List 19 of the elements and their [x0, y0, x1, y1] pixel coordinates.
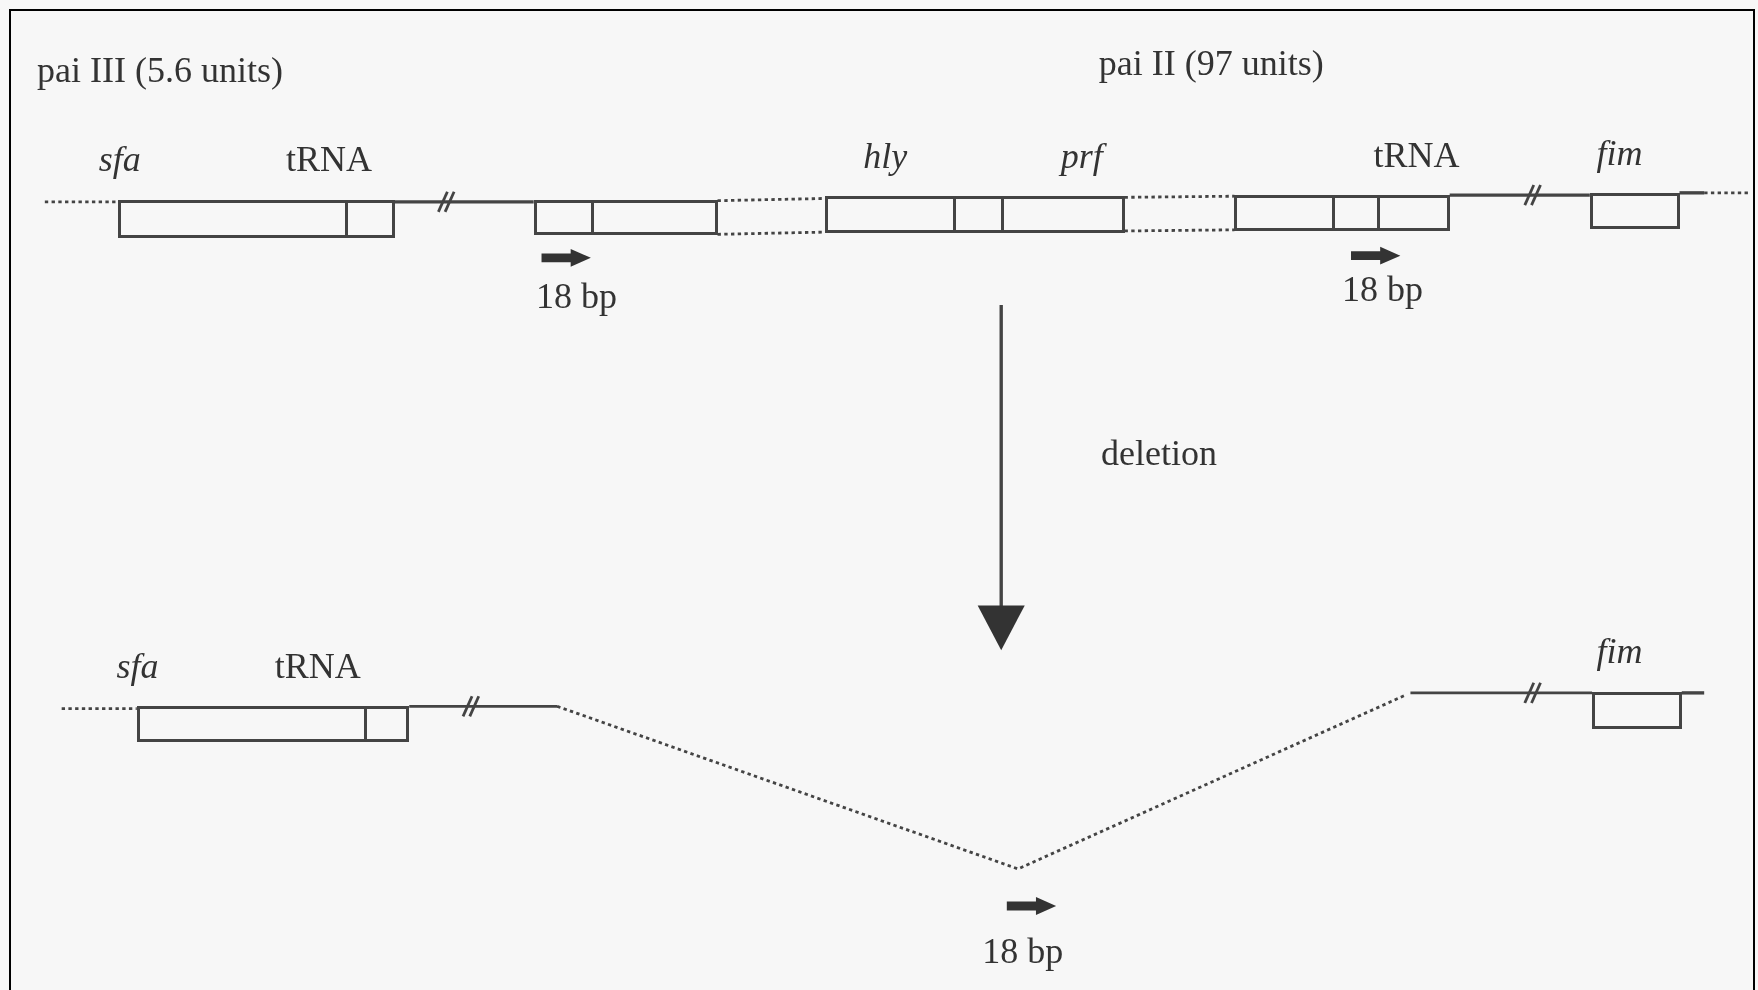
length-label: 18 bp	[535, 278, 617, 315]
gene-label: sfa	[116, 648, 159, 685]
process-label: deletion	[1101, 435, 1217, 471]
gene-label: fim	[1596, 134, 1643, 171]
dna-line	[394, 200, 534, 204]
gene-label: tRNA	[274, 648, 361, 685]
length-label: 18 bp	[1342, 271, 1424, 308]
dotted-line	[1124, 228, 1235, 233]
gene-label: hly	[863, 137, 908, 174]
dotted-line	[1124, 194, 1235, 199]
length-label: 18 bp	[982, 932, 1064, 969]
region-label: pai III (5.6 units)	[37, 51, 283, 88]
gene-label: fim	[1596, 633, 1643, 670]
dna-line	[1449, 193, 1590, 197]
gene-label: tRNA	[1373, 136, 1460, 173]
gene-label: tRNA	[285, 141, 372, 178]
dotted-line	[409, 691, 1593, 871]
gene-label: sfa	[98, 141, 141, 178]
region-label: pai II (97 units)	[1098, 44, 1324, 81]
